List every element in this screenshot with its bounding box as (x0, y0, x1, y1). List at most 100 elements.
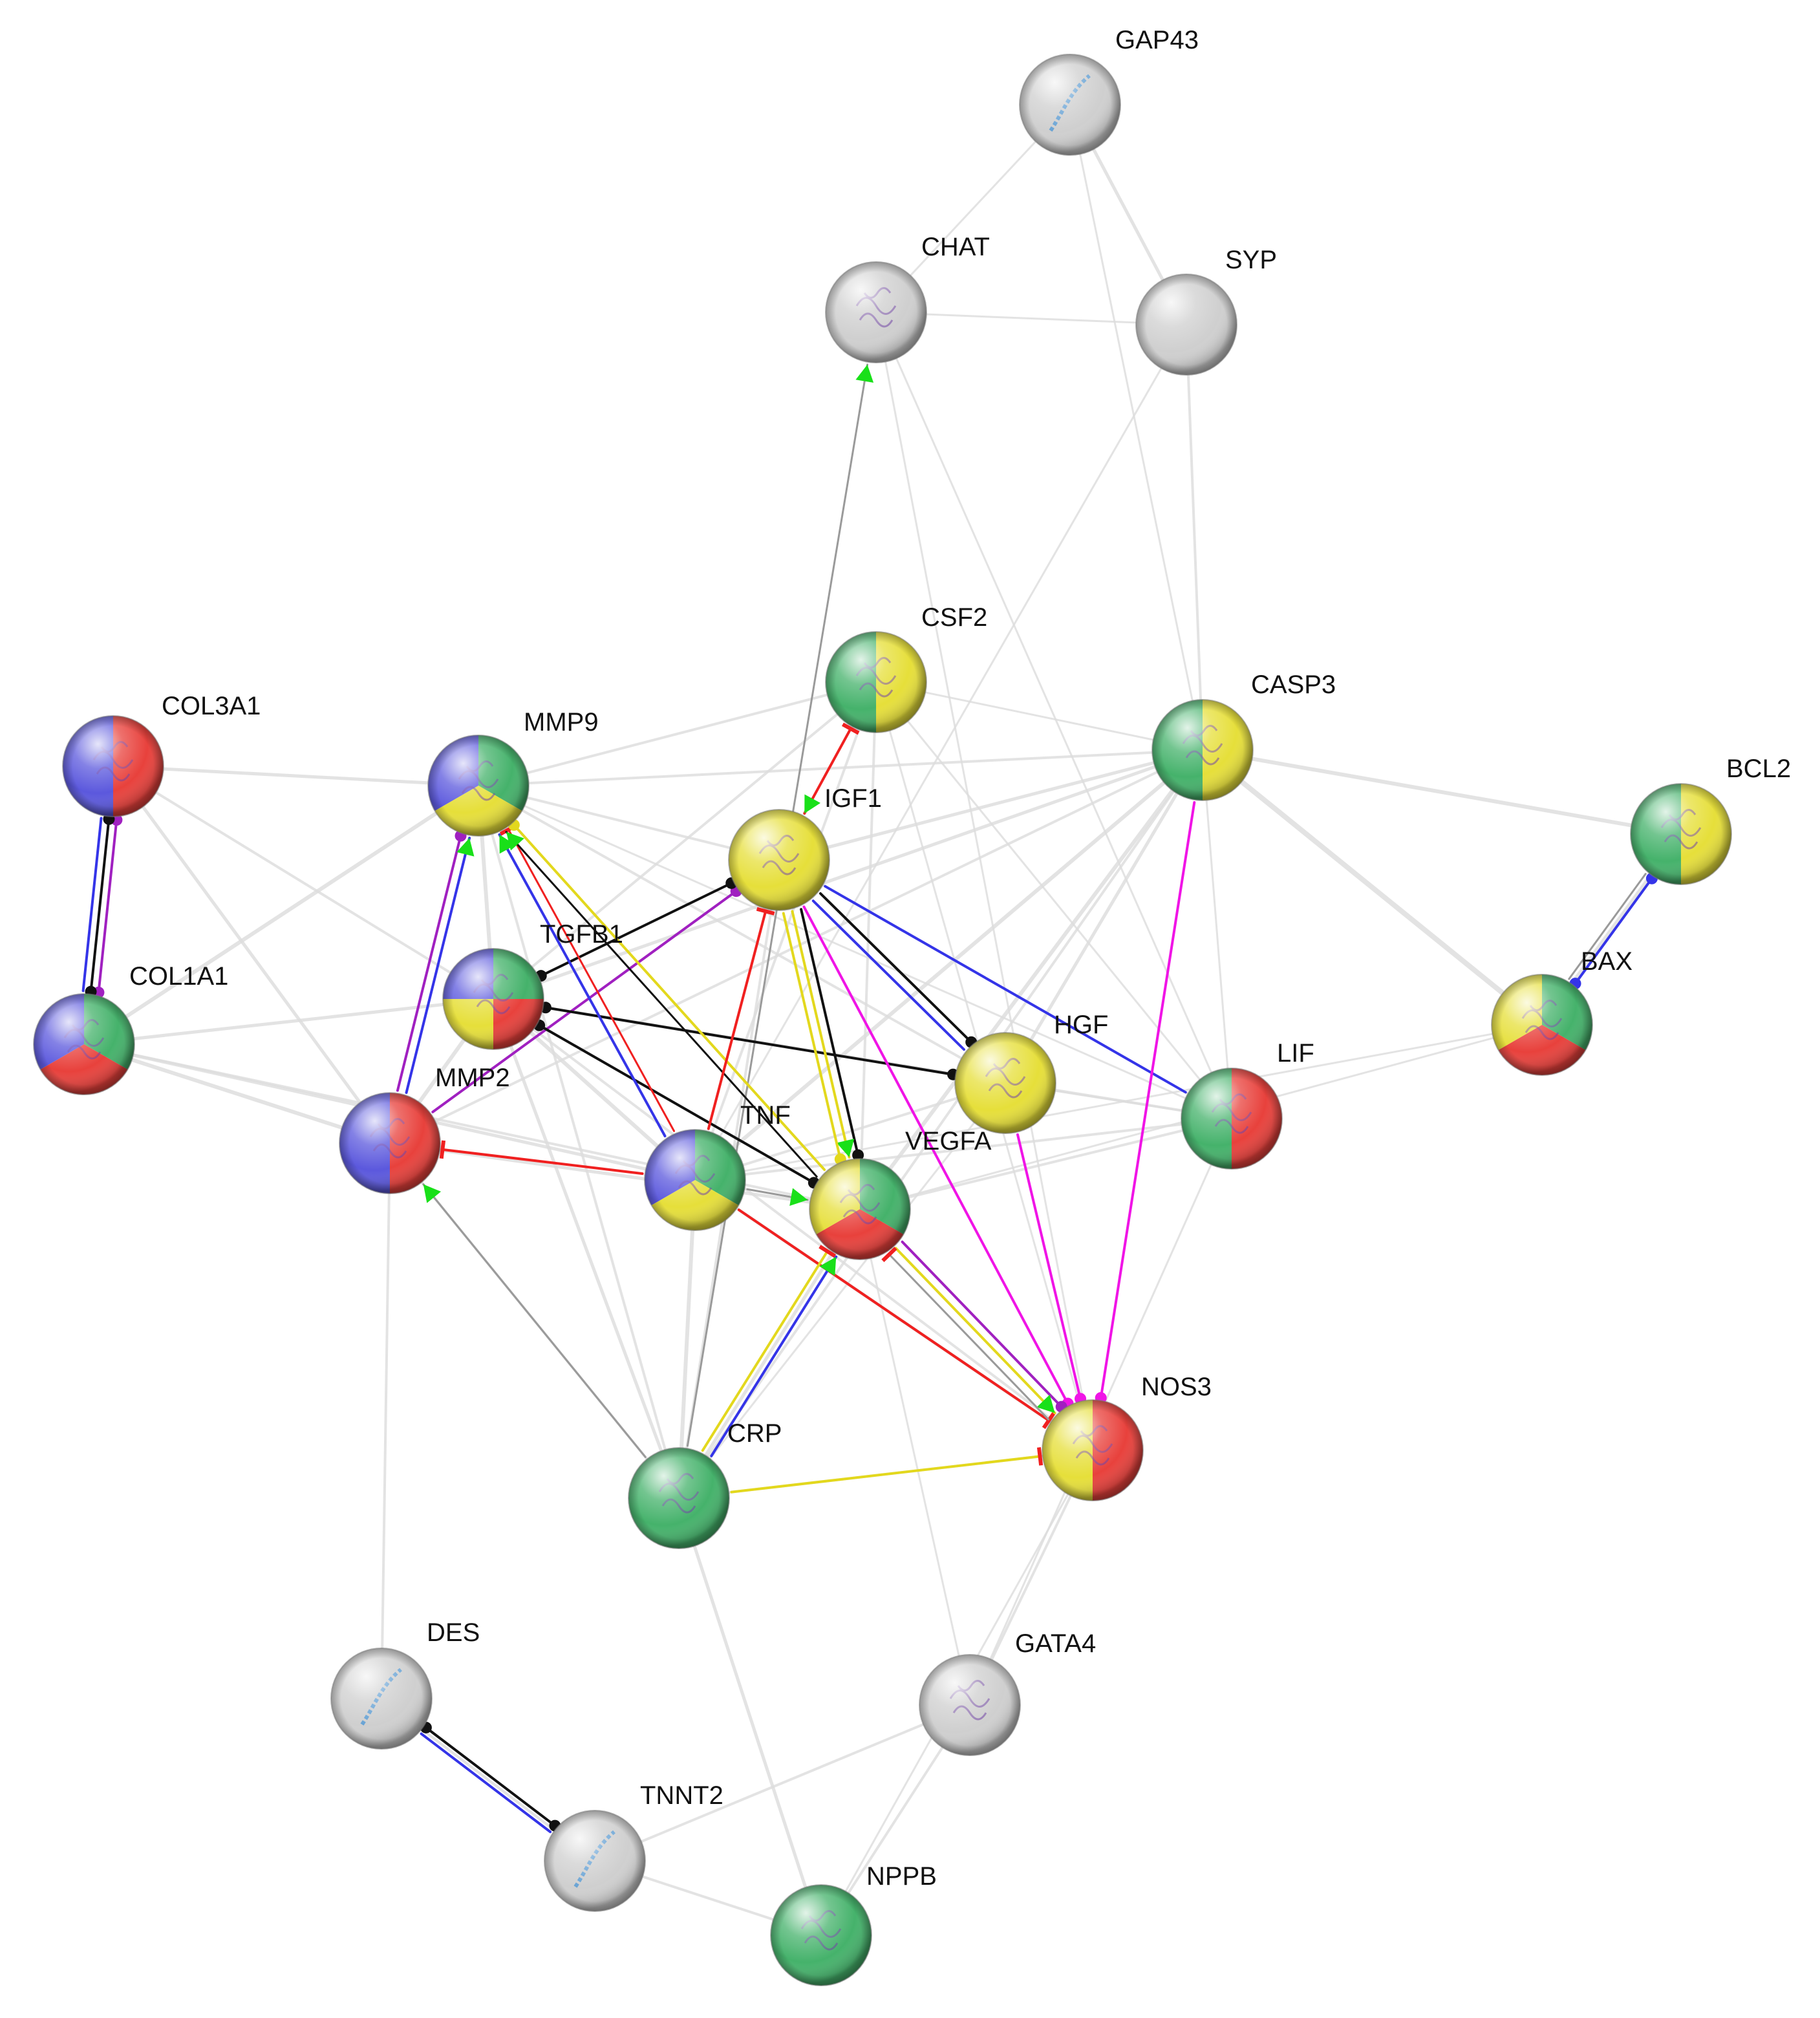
edge-casp3-vegfa[interactable] (858, 748, 1204, 1211)
edge-hgf-tnf[interactable] (694, 1082, 1007, 1181)
node-crp[interactable]: CRP (628, 1419, 782, 1549)
node-rim (644, 1129, 746, 1231)
node-nppb[interactable]: NPPB (770, 1862, 937, 1986)
node-lif[interactable]: LIF (1181, 1039, 1314, 1170)
edge-line (677, 1496, 823, 1937)
edge-vegfa-nos3[interactable] (881, 1247, 1050, 1421)
edge-syp-casp3[interactable] (1185, 323, 1204, 751)
edge-tnf-mmp2[interactable] (439, 1140, 644, 1175)
node-nos3[interactable]: NOS3 (1042, 1373, 1212, 1501)
edge-casp3-tgfb1[interactable] (491, 748, 1204, 1001)
node-bcl2[interactable]: BCL2 (1630, 755, 1791, 885)
edge-csf2-lif[interactable] (875, 681, 1233, 1120)
edge-mmp2-mmp9[interactable] (405, 837, 475, 1094)
edge-igf1-csf2[interactable] (803, 722, 860, 815)
edge-tnf-mmp9[interactable] (498, 833, 667, 1137)
node-tgfb1[interactable]: TGFB1 (442, 920, 623, 1051)
edge-igf1-hgf[interactable] (819, 892, 978, 1048)
edge-tnf-crp[interactable] (677, 1178, 697, 1500)
edge-tnf-nos3[interactable] (737, 1208, 1056, 1430)
edge-csf2-vegfa[interactable] (859, 681, 877, 1210)
edge-col1a1-mmp2[interactable] (82, 1042, 392, 1145)
edge-csf2-tgfb1[interactable] (492, 681, 877, 1000)
edge-col1a1-mmp9[interactable] (82, 784, 480, 1046)
edge-casp3-bax[interactable] (1200, 747, 1545, 1027)
node-tnnt2[interactable]: TNNT2 (544, 1781, 723, 1912)
edge-mmp9-casp3[interactable] (477, 749, 1204, 787)
node-chat[interactable]: CHAT (825, 233, 990, 363)
edge-lif-vegfa[interactable] (859, 1117, 1233, 1210)
edge-casp3-crp[interactable] (678, 749, 1204, 1499)
edge-crp-mmp2[interactable] (422, 1183, 647, 1458)
edge-mmp9-csf2[interactable] (477, 681, 877, 787)
edge-bax-bcl2[interactable] (1568, 873, 1647, 980)
edge-line (694, 323, 1188, 1181)
edge-chat-lif[interactable] (875, 311, 1233, 1120)
edge-line (1574, 877, 1653, 985)
edge-tgfb1-crp[interactable] (491, 997, 681, 1500)
edge-col1a1-tgfb1[interactable] (82, 997, 495, 1046)
edge-chat-syp[interactable] (875, 311, 1188, 326)
edge-line (800, 908, 860, 1157)
edge-tnf-vegfa[interactable] (746, 1188, 809, 1207)
edge-casp3-lif[interactable] (1201, 749, 1233, 1120)
edge-crp-nppb[interactable] (677, 1496, 823, 1937)
edge-vegfa-gata4[interactable] (859, 1208, 971, 1706)
node-igf1[interactable]: IGF1 (728, 784, 882, 911)
edge-crp-nos3[interactable] (730, 1447, 1044, 1494)
edge-line (89, 817, 111, 993)
edge-csf2-tnf[interactable] (694, 681, 877, 1181)
edge-col3a1-mmp9[interactable] (111, 764, 480, 788)
edge-gap43-casp3[interactable] (1069, 103, 1204, 751)
node-csf2[interactable]: CSF2 (825, 603, 987, 733)
edge-csf2-casp3[interactable] (875, 681, 1204, 751)
node-gap43[interactable]: GAP43 (1019, 26, 1199, 156)
edge-vegfa-crp[interactable] (677, 1207, 862, 1500)
edge-chat-nos3[interactable] (875, 311, 1094, 1452)
edge-tgfb1-nos3[interactable] (492, 998, 1094, 1452)
edge-mmp2-vegfa[interactable] (388, 1141, 862, 1211)
edge-crp-vegfa[interactable] (710, 1255, 838, 1457)
edge-igf1-mmp9[interactable] (477, 784, 780, 861)
node-col1a1[interactable]: COL1A1 (32, 962, 228, 1096)
edge-mmp2-des[interactable] (380, 1142, 391, 1700)
edge-igf1-hgf[interactable] (811, 899, 965, 1051)
edge-syp-tnf[interactable] (694, 323, 1188, 1181)
edge-vegfa-nos3[interactable] (894, 1247, 1056, 1415)
node-tnf[interactable]: TNF (643, 1101, 791, 1232)
edge-mmp9-crp[interactable] (477, 784, 680, 1499)
edge-col3a1-mmp2[interactable] (111, 764, 392, 1145)
node-gata4[interactable]: GATA4 (919, 1629, 1096, 1756)
node-vegfa[interactable]: VEGFA (808, 1127, 992, 1261)
edge-casp3-hgf[interactable] (1003, 748, 1204, 1085)
node-mmp9[interactable]: MMP9 (427, 708, 599, 837)
edge-casp3-bcl2[interactable] (1201, 748, 1683, 836)
edge-vegfa-nos3[interactable] (901, 1240, 1067, 1413)
edge-tnf-igf1[interactable] (707, 907, 775, 1130)
edge-igf1-lif[interactable] (824, 885, 1187, 1094)
node-des[interactable]: DES (330, 1618, 480, 1750)
node-label: CASP3 (1251, 671, 1336, 699)
edge-mmp9-lif[interactable] (477, 784, 1233, 1120)
edge-des-tnnt2[interactable] (420, 1732, 552, 1834)
edge-mmp9-hgf[interactable] (477, 784, 1007, 1084)
edge-hgf-crp[interactable] (678, 1082, 1007, 1499)
edge-igf1-vegfa[interactable] (800, 908, 864, 1161)
edge-igf1-vegfa[interactable] (782, 912, 846, 1165)
edge-vegfa-mmp9[interactable] (505, 831, 818, 1178)
edge-crp-vegfa[interactable] (701, 1245, 837, 1452)
edge-casp3-igf1[interactable] (777, 748, 1204, 862)
edge-gata4-tnnt2[interactable] (594, 1704, 971, 1862)
edge-igf1-vegfa[interactable] (791, 910, 855, 1159)
edge-casp3-tnf[interactable] (693, 748, 1204, 1182)
edge-tbar-marker (842, 722, 860, 735)
edge-des-tnnt2[interactable] (420, 1721, 561, 1832)
edge-col3a1-col1a1[interactable] (81, 817, 103, 993)
node-hgf[interactable]: HGF (954, 1011, 1108, 1134)
node-col3a1[interactable]: COL3A1 (62, 692, 261, 817)
node-bax[interactable]: BAX (1490, 947, 1633, 1077)
node-syp[interactable]: SYP (1135, 246, 1277, 376)
edge-line (1201, 748, 1683, 836)
edge-casp3-mmp2[interactable] (389, 749, 1204, 1144)
edge-bax-tnf[interactable] (694, 1024, 1543, 1181)
